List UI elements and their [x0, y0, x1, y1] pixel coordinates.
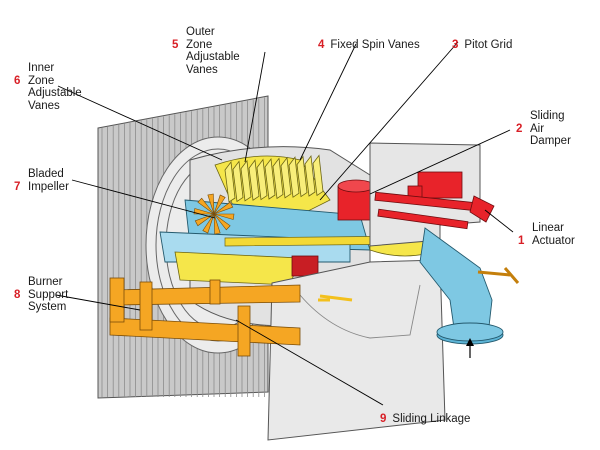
vane-blade [256, 158, 268, 201]
impeller-blade [213, 194, 226, 215]
vane-blade [288, 156, 300, 198]
vane-blade [272, 157, 284, 200]
impeller-blade [213, 201, 234, 215]
outer-zone-vane-group [214, 154, 331, 216]
vane-blade [296, 155, 308, 198]
linear-actuator-assembly [374, 171, 495, 230]
impeller-blade [213, 213, 231, 231]
vane-blade [304, 154, 316, 197]
vane-blade [280, 156, 292, 199]
vane-blade [248, 159, 260, 201]
impeller-blade [207, 193, 215, 215]
gas-flow-arrow-icon [466, 338, 474, 358]
impeller-blade [202, 213, 215, 234]
sliding-linkage-rods [318, 294, 353, 302]
inner-zone-vane-group [174, 251, 301, 286]
vane-blade [240, 159, 252, 202]
vane-blade [224, 160, 236, 203]
vane-blade [264, 157, 276, 200]
support-frame [109, 277, 301, 357]
vane-blade [232, 160, 244, 203]
impeller-blade [213, 213, 235, 220]
impeller-blade [197, 197, 215, 215]
impeller-blade [213, 213, 221, 235]
impeller-blade [193, 208, 215, 215]
leader-lines [55, 41, 514, 406]
vane-blade [312, 154, 324, 197]
